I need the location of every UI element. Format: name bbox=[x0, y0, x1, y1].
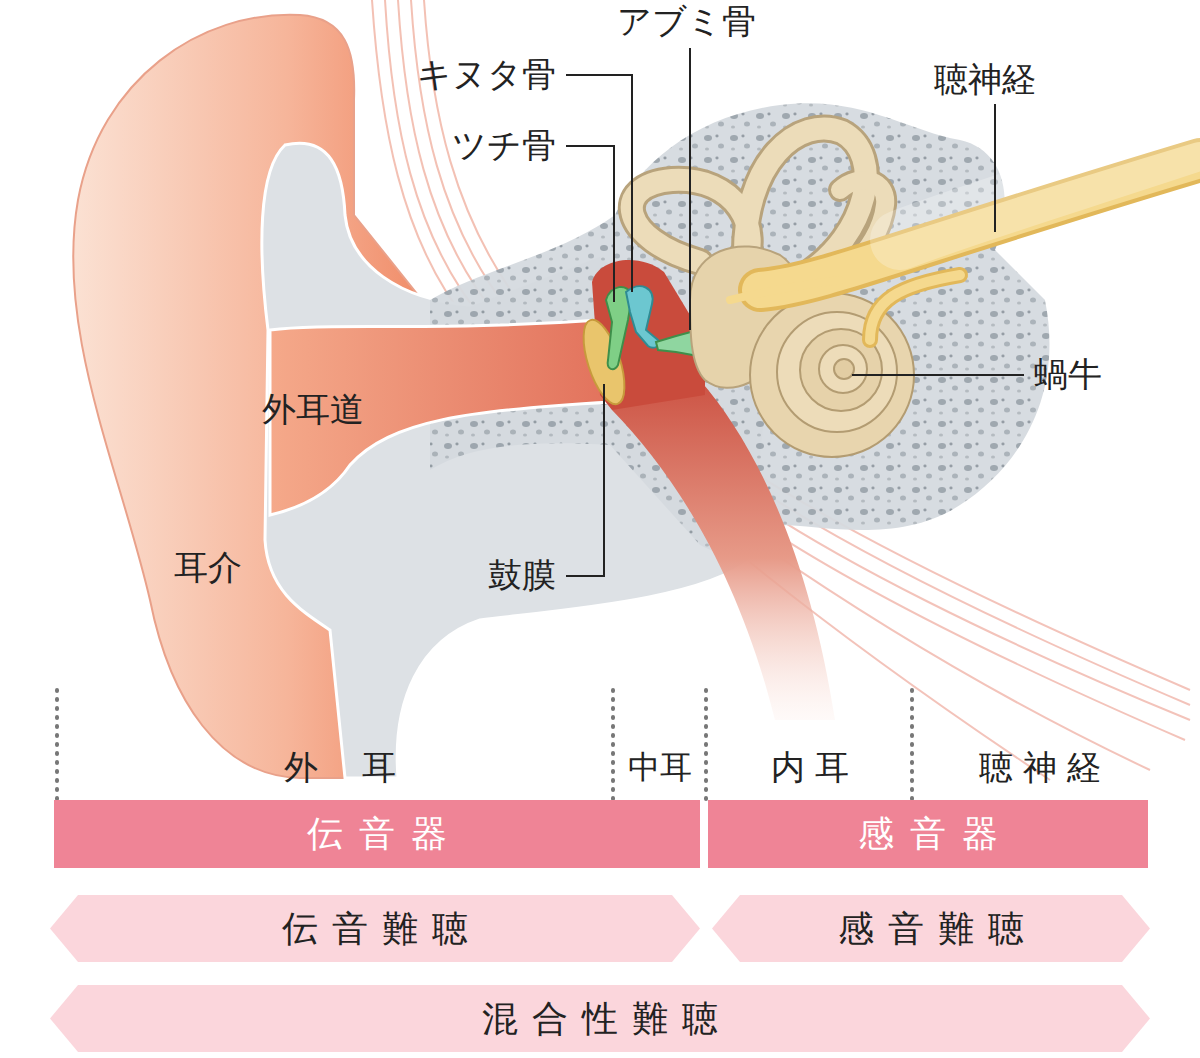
section-label: 聴神経 bbox=[969, 749, 1111, 786]
part-label: 聴神経 bbox=[934, 61, 1036, 98]
part-label: 鼓膜 bbox=[488, 557, 556, 594]
auditory-nerve bbox=[730, 140, 1200, 340]
band-text: 伝音器 bbox=[291, 816, 463, 852]
band-text-wrap: 混合性難聴 bbox=[50, 985, 1150, 1052]
part-label: 蝸牛 bbox=[1034, 356, 1102, 393]
band-fill bbox=[708, 800, 1148, 868]
band-fill bbox=[54, 800, 700, 868]
part-label: 外耳道 bbox=[262, 391, 364, 428]
band-text-wrap: 伝音器 bbox=[54, 800, 700, 868]
part-label: ツチ骨 bbox=[452, 127, 556, 164]
part-label: 耳介 bbox=[174, 549, 242, 586]
section-label: 外耳 bbox=[240, 749, 440, 786]
leader-line bbox=[566, 48, 1024, 576]
hearing-loss-band: 感音難聴 bbox=[712, 895, 1150, 962]
band-text: 混合性難聴 bbox=[468, 1001, 732, 1037]
section-divider bbox=[57, 690, 912, 800]
band-text-wrap: 感音器 bbox=[708, 800, 1148, 868]
organ-band: 感音器 bbox=[708, 800, 1148, 868]
band-text-wrap: 伝音難聴 bbox=[50, 895, 700, 962]
band-text: 感音器 bbox=[842, 816, 1014, 852]
organ-band: 伝音器 bbox=[54, 800, 700, 868]
section-label: 内耳 bbox=[761, 749, 859, 786]
hearing-loss-band: 伝音難聴 bbox=[50, 895, 700, 962]
part-label: アブミ骨 bbox=[617, 3, 756, 40]
section-label: 中耳 bbox=[628, 750, 692, 785]
part-label: キヌタ骨 bbox=[417, 56, 556, 93]
band-text-wrap: 感音難聴 bbox=[712, 895, 1150, 962]
hearing-loss-band: 混合性難聴 bbox=[50, 985, 1150, 1052]
band-fill bbox=[50, 895, 700, 962]
band-fill bbox=[50, 985, 1150, 1052]
band-fill bbox=[712, 895, 1150, 962]
band-text: 伝音難聴 bbox=[268, 911, 482, 947]
band-text: 感音難聴 bbox=[824, 911, 1038, 947]
